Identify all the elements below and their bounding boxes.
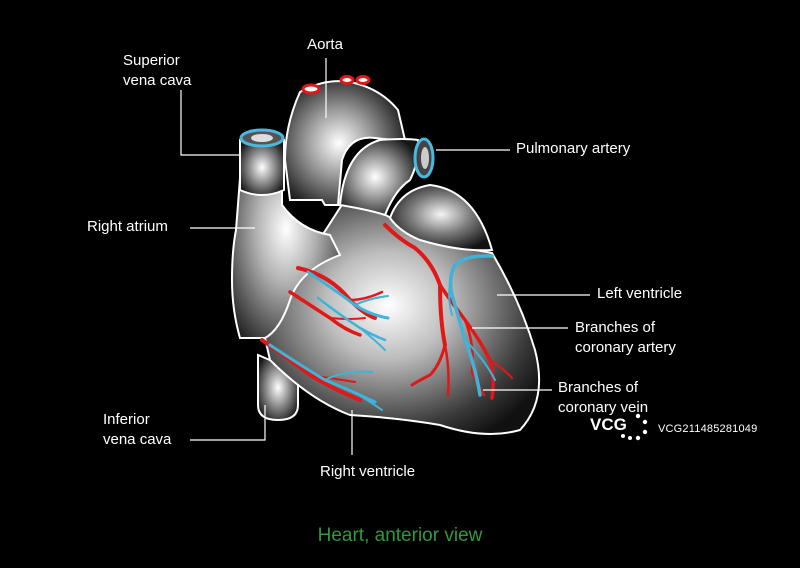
label-inferior-vena-cava-line2: vena cava xyxy=(103,431,172,448)
diagram-caption: Heart, anterior view xyxy=(317,525,483,546)
coronary-veins xyxy=(268,254,496,411)
label-pulmonary-artery: Pulmonary artery xyxy=(516,140,631,157)
vcg-logo-icon: VCG xyxy=(590,413,648,441)
watermark-id: VCG211485281049 xyxy=(658,423,758,435)
label-left-ventricle: Left ventricle xyxy=(597,285,683,302)
label-branches-coronary-artery-line1: Branches of xyxy=(575,319,656,336)
superior-vena-cava-shape xyxy=(239,139,285,196)
label-branches-coronary-artery: Branches of coronary artery xyxy=(575,318,676,358)
aortic-branch-1 xyxy=(301,83,321,95)
label-superior-vena-cava: Superior vena cava xyxy=(123,51,191,91)
label-superior-vena-cava-line2: vena cava xyxy=(123,72,192,89)
label-inferior-vena-cava-line1: Inferior xyxy=(103,411,150,428)
label-aorta: Aorta xyxy=(307,36,343,53)
label-branches-coronary-vein-line2: coronary vein xyxy=(558,399,649,416)
label-superior-vena-cava-line1: Superior xyxy=(123,52,180,69)
left-atrium-shape xyxy=(388,183,494,252)
aortic-branch-3 xyxy=(355,75,371,85)
aortic-branch-2 xyxy=(339,75,355,85)
label-right-atrium: Right atrium xyxy=(87,218,168,235)
label-inferior-vena-cava: Inferior vena cava xyxy=(103,410,171,450)
label-right-ventricle: Right ventricle xyxy=(320,463,416,480)
label-branches-coronary-vein: Branches of coronary vein xyxy=(558,378,648,418)
vcg-logo-text: VCG xyxy=(590,415,627,434)
leader-lines xyxy=(180,58,590,455)
label-branches-coronary-vein-line1: Branches of xyxy=(558,379,639,396)
label-branches-coronary-artery-line2: coronary artery xyxy=(575,339,676,356)
